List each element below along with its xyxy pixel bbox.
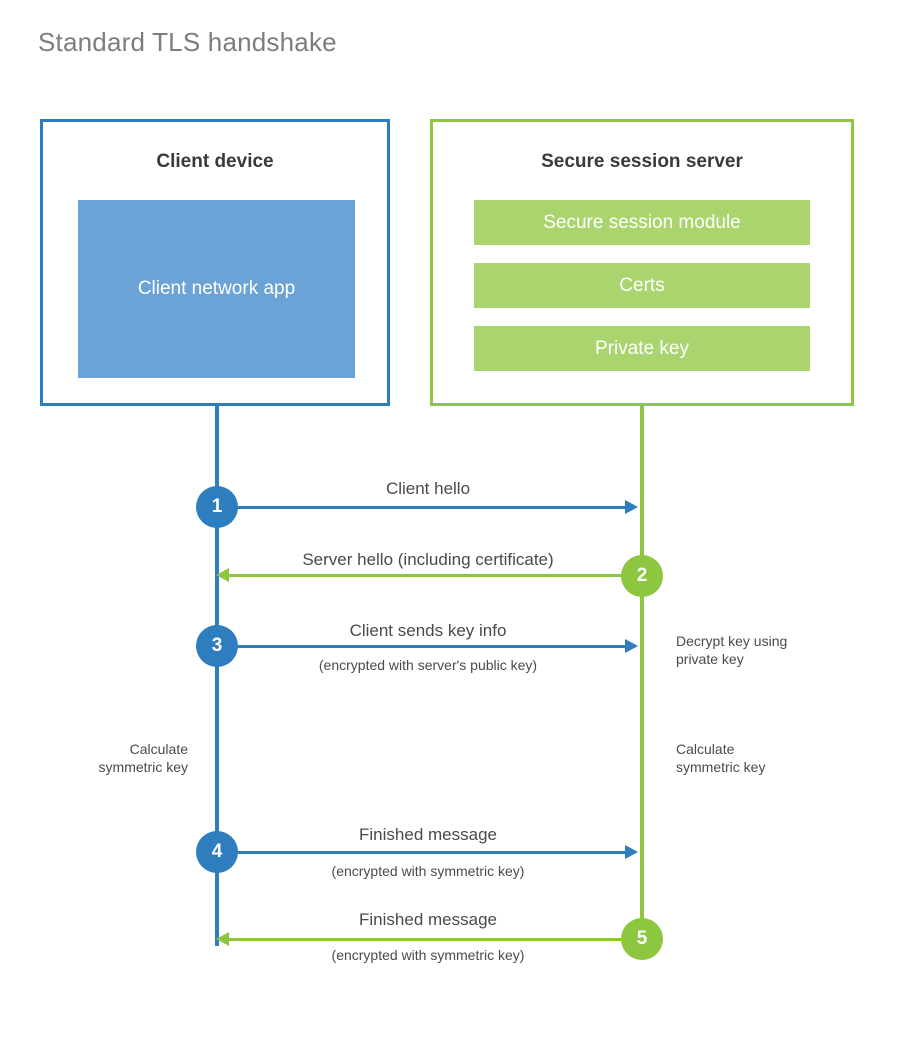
arrow-sublabel-step-5: (encrypted with symmetric key): [331, 947, 525, 963]
arrow-sublabel-step-4: (encrypted with symmetric key): [331, 863, 525, 879]
arrow-head-step-1: [625, 500, 638, 514]
arrow-line-step-5: [229, 938, 629, 941]
client-device-title: Client device: [156, 151, 274, 172]
annotation-decrypt-key-line-2: private key: [676, 651, 744, 667]
client-device-panel: Client device Client network app: [40, 119, 390, 406]
annotation-client-calculate-symmetric-key: Calculate symmetric key: [20, 740, 188, 776]
step-circle-3[interactable]: 3: [196, 625, 238, 667]
annotation-client-calculate-line-2: symmetric key: [98, 759, 188, 775]
step-circle-5[interactable]: 5: [621, 918, 663, 960]
arrow-label-step-1: Client hello: [385, 479, 471, 498]
arrow-label-step-5: Finished message: [359, 910, 497, 929]
arrow-head-step-2: [216, 568, 229, 582]
server-lifeline: [640, 405, 644, 939]
annotation-server-calculate-symmetric-key: Calculate symmetric key: [676, 740, 866, 776]
secure-session-server-panel: Secure session server Secure session mod…: [430, 119, 854, 406]
client-network-app-block: Client network app: [78, 200, 355, 378]
annotation-server-calculate-line-1: Calculate: [676, 741, 735, 757]
arrow-label-step-2: Server hello (including certificate): [302, 550, 554, 569]
step-circle-4[interactable]: 4: [196, 831, 238, 873]
arrow-label-step-3: Client sends key info: [349, 621, 507, 640]
arrow-head-step-4: [625, 845, 638, 859]
server-block-private-key: Private key: [474, 326, 810, 371]
arrow-head-step-5: [216, 932, 229, 946]
annotation-server-calculate-line-2: symmetric key: [676, 759, 766, 775]
client-lifeline: [215, 405, 219, 946]
arrow-line-step-2: [229, 574, 629, 577]
arrow-line-step-3: [216, 645, 625, 648]
annotation-decrypt-key-line-1: Decrypt key using: [676, 633, 788, 649]
step-circle-1[interactable]: 1: [196, 486, 238, 528]
arrow-label-step-4: Finished message: [359, 825, 497, 844]
annotation-decrypt-key: Decrypt key using private key: [676, 632, 866, 668]
server-block-certs: Certs: [474, 263, 810, 308]
server-block-secure-session-module: Secure session module: [474, 200, 810, 245]
secure-session-server-title: Secure session server: [541, 151, 743, 172]
page-title: Standard TLS handshake: [38, 27, 337, 57]
arrow-head-step-3: [625, 639, 638, 653]
arrow-line-step-4: [216, 851, 625, 854]
arrow-line-step-1: [216, 506, 625, 509]
arrow-sublabel-step-3: (encrypted with server's public key): [318, 657, 538, 673]
step-circle-2[interactable]: 2: [621, 555, 663, 597]
annotation-client-calculate-line-1: Calculate: [129, 741, 188, 757]
